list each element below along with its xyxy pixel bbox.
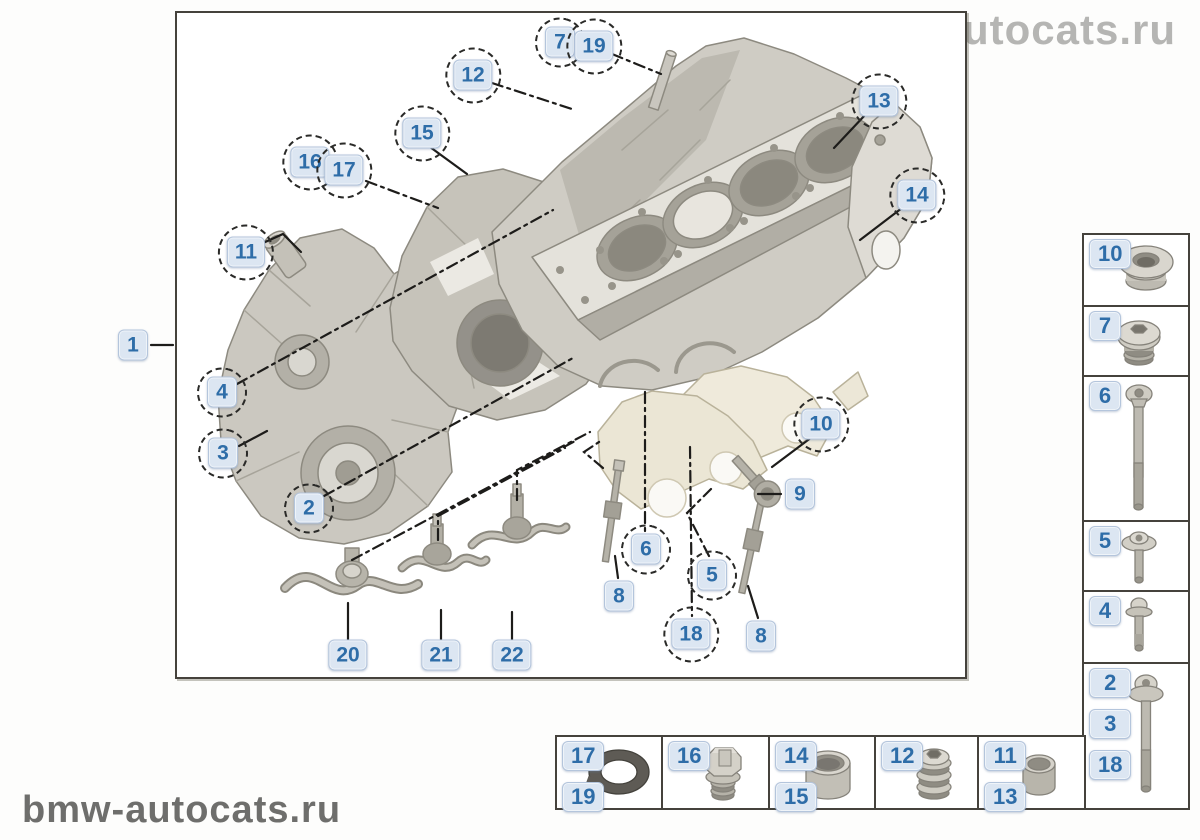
leader-line-14: [858, 206, 904, 242]
part-number-tag-7[interactable]: 7: [1089, 311, 1121, 341]
part-image-bedplate-bolt: [1128, 674, 1164, 793]
part-image-flange-bolt: [1121, 531, 1157, 584]
watermark-bottom-left: bmw-autocats.ru: [22, 789, 342, 831]
callout-number: 2: [294, 492, 324, 524]
callout-number: 12: [453, 59, 493, 91]
callout-13[interactable]: 13: [845, 67, 913, 135]
callout-number: 10: [801, 408, 841, 440]
callout-15[interactable]: 15: [388, 99, 456, 167]
part-box-6: 6: [1082, 375, 1190, 522]
leader-line-21-diagonal: [436, 446, 567, 542]
callout-number: 8: [604, 580, 634, 612]
part-box-7: 7: [1082, 305, 1190, 377]
callout-number: 9: [785, 478, 815, 510]
leader-line-7-19: [610, 52, 663, 76]
callout-number: 14: [897, 179, 937, 211]
part-number-tag-3[interactable]: 3: [1089, 709, 1132, 739]
part-image-sealing-plug-flanged: [1111, 245, 1174, 291]
part-number-tag-18[interactable]: 18: [1089, 750, 1132, 780]
leader-line-13: [832, 112, 868, 150]
callout-10[interactable]: 10: [787, 390, 855, 458]
callout-8-right[interactable]: 8: [746, 620, 776, 652]
callout-19[interactable]: 19: [560, 12, 628, 80]
part-number-tag-17[interactable]: 17: [562, 741, 605, 771]
leader-line-2: [322, 356, 575, 498]
callout-number: 5: [697, 559, 727, 591]
callout-number: 20: [328, 639, 368, 671]
callout-number: 17: [324, 154, 364, 186]
part-number-tag-11[interactable]: 11: [984, 741, 1027, 771]
part-box-12: 12: [874, 735, 981, 810]
part-number-tag-5[interactable]: 5: [1089, 526, 1121, 556]
callout-number: 3: [208, 437, 238, 469]
part-number-tag-13[interactable]: 13: [984, 782, 1027, 812]
part-number-tag-10[interactable]: 10: [1089, 239, 1132, 269]
callout-number: 21: [421, 639, 461, 671]
callout-18[interactable]: 18: [657, 600, 725, 668]
callout-8-left[interactable]: 8: [604, 580, 634, 612]
leader-line-20-diagonal: [350, 438, 579, 562]
callout-3[interactable]: 3: [193, 423, 253, 483]
callout-14[interactable]: 14: [883, 161, 951, 229]
part-box-10: 10: [1082, 233, 1190, 307]
callout-6[interactable]: 6: [616, 519, 676, 579]
part-image-dowel-sleeve: [1022, 754, 1056, 796]
callout-number: 22: [492, 639, 532, 671]
leader-line-15: [428, 145, 469, 176]
callout-21[interactable]: 21: [421, 639, 461, 671]
callout-number: 1: [118, 329, 148, 361]
part-number-tag-15[interactable]: 15: [775, 782, 818, 812]
callout-number: 6: [631, 533, 661, 565]
part-image-threaded-plug: [916, 748, 952, 800]
leader-line-8-right: [746, 584, 760, 620]
callout-4[interactable]: 4: [192, 362, 252, 422]
leader-line-11: [261, 232, 303, 254]
part-box-16: 16: [661, 735, 772, 810]
callout-number: 11: [226, 236, 266, 268]
part-image-screw-plug: [1117, 320, 1161, 366]
part-image-short-bolt: [1125, 597, 1153, 652]
callout-9[interactable]: 9: [785, 478, 815, 510]
part-number-tag-14[interactable]: 14: [775, 741, 818, 771]
callout-17[interactable]: 17: [310, 136, 378, 204]
part-number-tag-16[interactable]: 16: [668, 741, 711, 771]
callout-22[interactable]: 22: [492, 639, 532, 671]
part-box-5: 5: [1082, 520, 1190, 592]
part-box-4: 4: [1082, 590, 1190, 664]
leader-line-12: [490, 81, 577, 112]
callout-number: 8: [746, 620, 776, 652]
callout-number: 13: [859, 85, 899, 117]
leader-line-3: [237, 429, 269, 448]
callout-12[interactable]: 12: [439, 41, 507, 109]
leader-line-8-left: [613, 554, 620, 580]
part-number-tag-4[interactable]: 4: [1089, 596, 1121, 626]
part-image-hex-screw-plug: [705, 747, 742, 801]
leader-line-16-17: [364, 179, 440, 210]
callout-2[interactable]: 2: [279, 478, 339, 538]
callout-11[interactable]: 11: [212, 218, 280, 286]
callout-number: 4: [207, 376, 237, 408]
leader-line-5: [685, 487, 713, 558]
callout-number: 19: [574, 30, 614, 62]
leader-line-10: [770, 435, 814, 469]
callout-5[interactable]: 5: [682, 545, 742, 605]
callout-20[interactable]: 20: [328, 639, 368, 671]
part-image-long-bolt: [1125, 384, 1153, 511]
callout-1[interactable]: 1: [118, 329, 148, 361]
part-number-tag-6[interactable]: 6: [1089, 381, 1121, 411]
part-number-tag-19[interactable]: 19: [562, 782, 605, 812]
leader-line-22-diagonal: [515, 430, 592, 502]
callout-number: 15: [402, 117, 442, 149]
leader-line-18: [688, 445, 694, 618]
part-number-tag-12[interactable]: 12: [881, 741, 924, 771]
part-number-tag-2[interactable]: 2: [1089, 668, 1132, 698]
leader-line-8-left-upper: [582, 438, 605, 470]
part-box-2-3-18: 2 3 18: [1082, 662, 1190, 810]
callout-number: 18: [671, 618, 711, 650]
